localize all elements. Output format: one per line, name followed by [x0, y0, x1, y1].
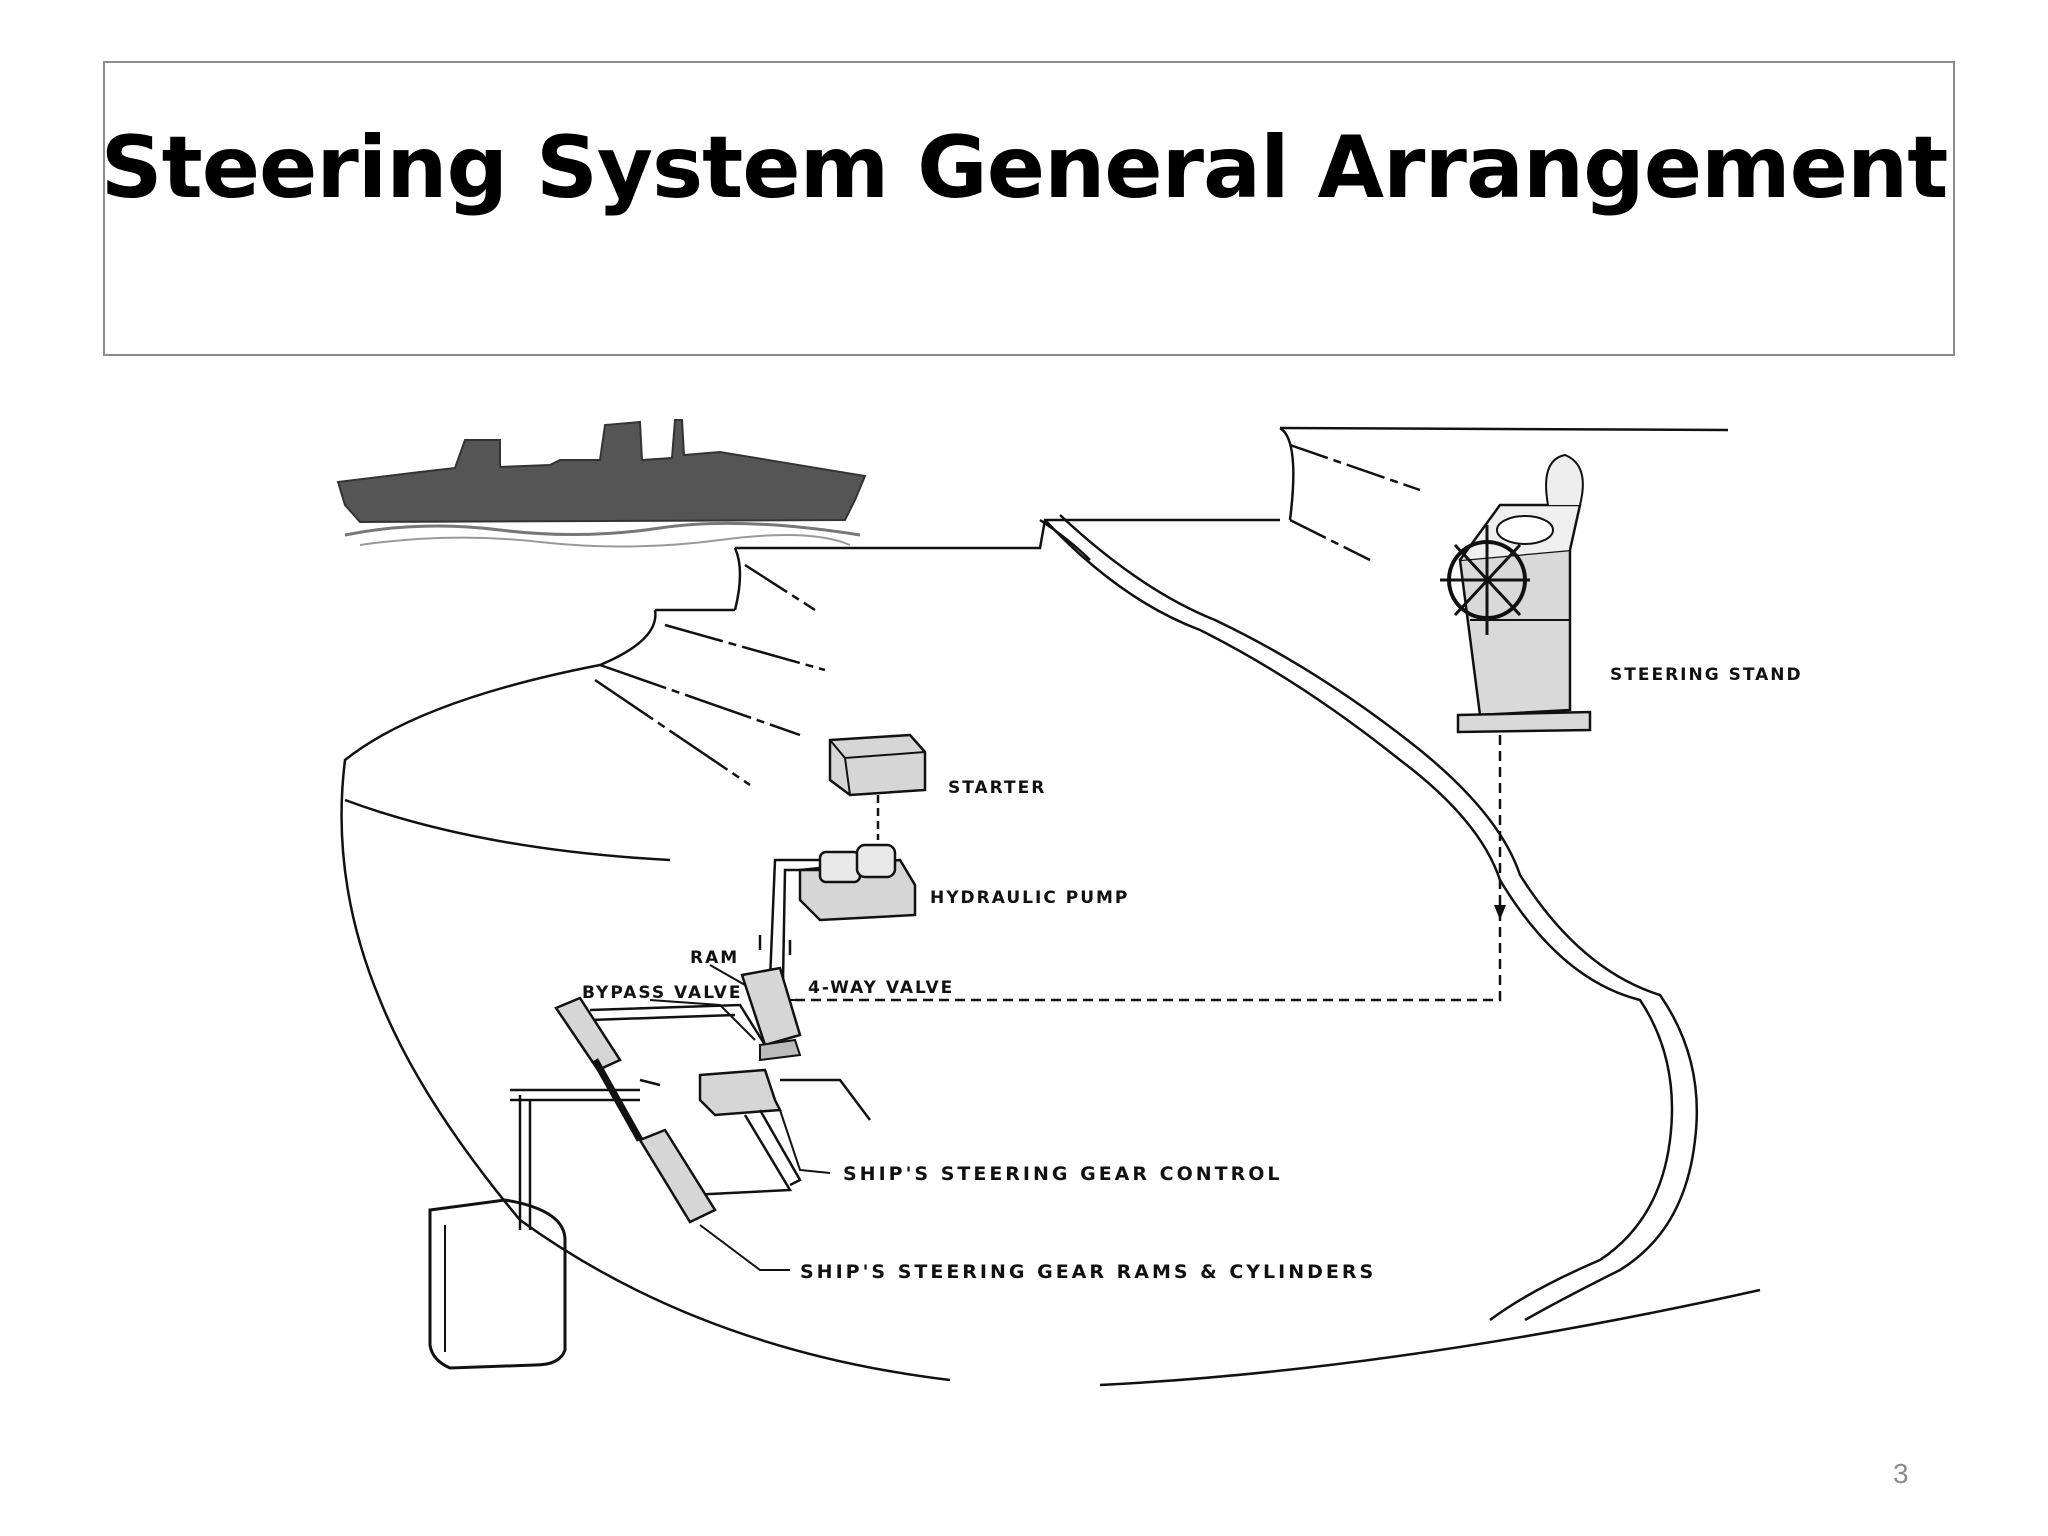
- title-box: [103, 61, 1955, 356]
- page-number: 3: [1893, 1458, 1909, 1489]
- arrow-down-icon: [1494, 905, 1506, 920]
- bypass-valve-box: [698, 1068, 782, 1117]
- hydraulic-pipes: [758, 858, 820, 981]
- ship-silhouette-icon: [336, 419, 867, 548]
- deck-steps: [594, 518, 1280, 787]
- label-starter: STARTER: [948, 778, 1046, 798]
- cutaway-edge: [1044, 514, 1699, 1322]
- label-rams-cylinders: SHIP'S STEERING GEAR RAMS & CYLINDERS: [800, 1261, 1376, 1283]
- steering-stand-icon: [1440, 453, 1592, 734]
- hull-outline: [340, 663, 1761, 1387]
- label-hydraulic-pump: HYDRAULIC PUMP: [930, 888, 1129, 908]
- ram-assembly: [740, 966, 802, 1062]
- steering-rams-cylinders: [554, 996, 717, 1224]
- label-bypass-valve: BYPASS VALVE: [582, 983, 742, 1003]
- linkage-rods: [510, 1003, 871, 1230]
- control-line: [780, 735, 1502, 1002]
- hydraulic-pump: [798, 843, 917, 922]
- leader-lines: [649, 964, 831, 1271]
- starter-box: [828, 733, 927, 797]
- rudder: [428, 1198, 567, 1370]
- label-four-way-valve: 4-WAY VALVE: [808, 978, 954, 998]
- slide-title: Steering System General Arrangement: [100, 118, 1949, 218]
- upper-deck: [1279, 426, 1729, 562]
- label-steering-stand: STEERING STAND: [1610, 665, 1803, 685]
- label-ram: RAM: [690, 948, 739, 968]
- label-gear-control: SHIP'S STEERING GEAR CONTROL: [843, 1163, 1282, 1185]
